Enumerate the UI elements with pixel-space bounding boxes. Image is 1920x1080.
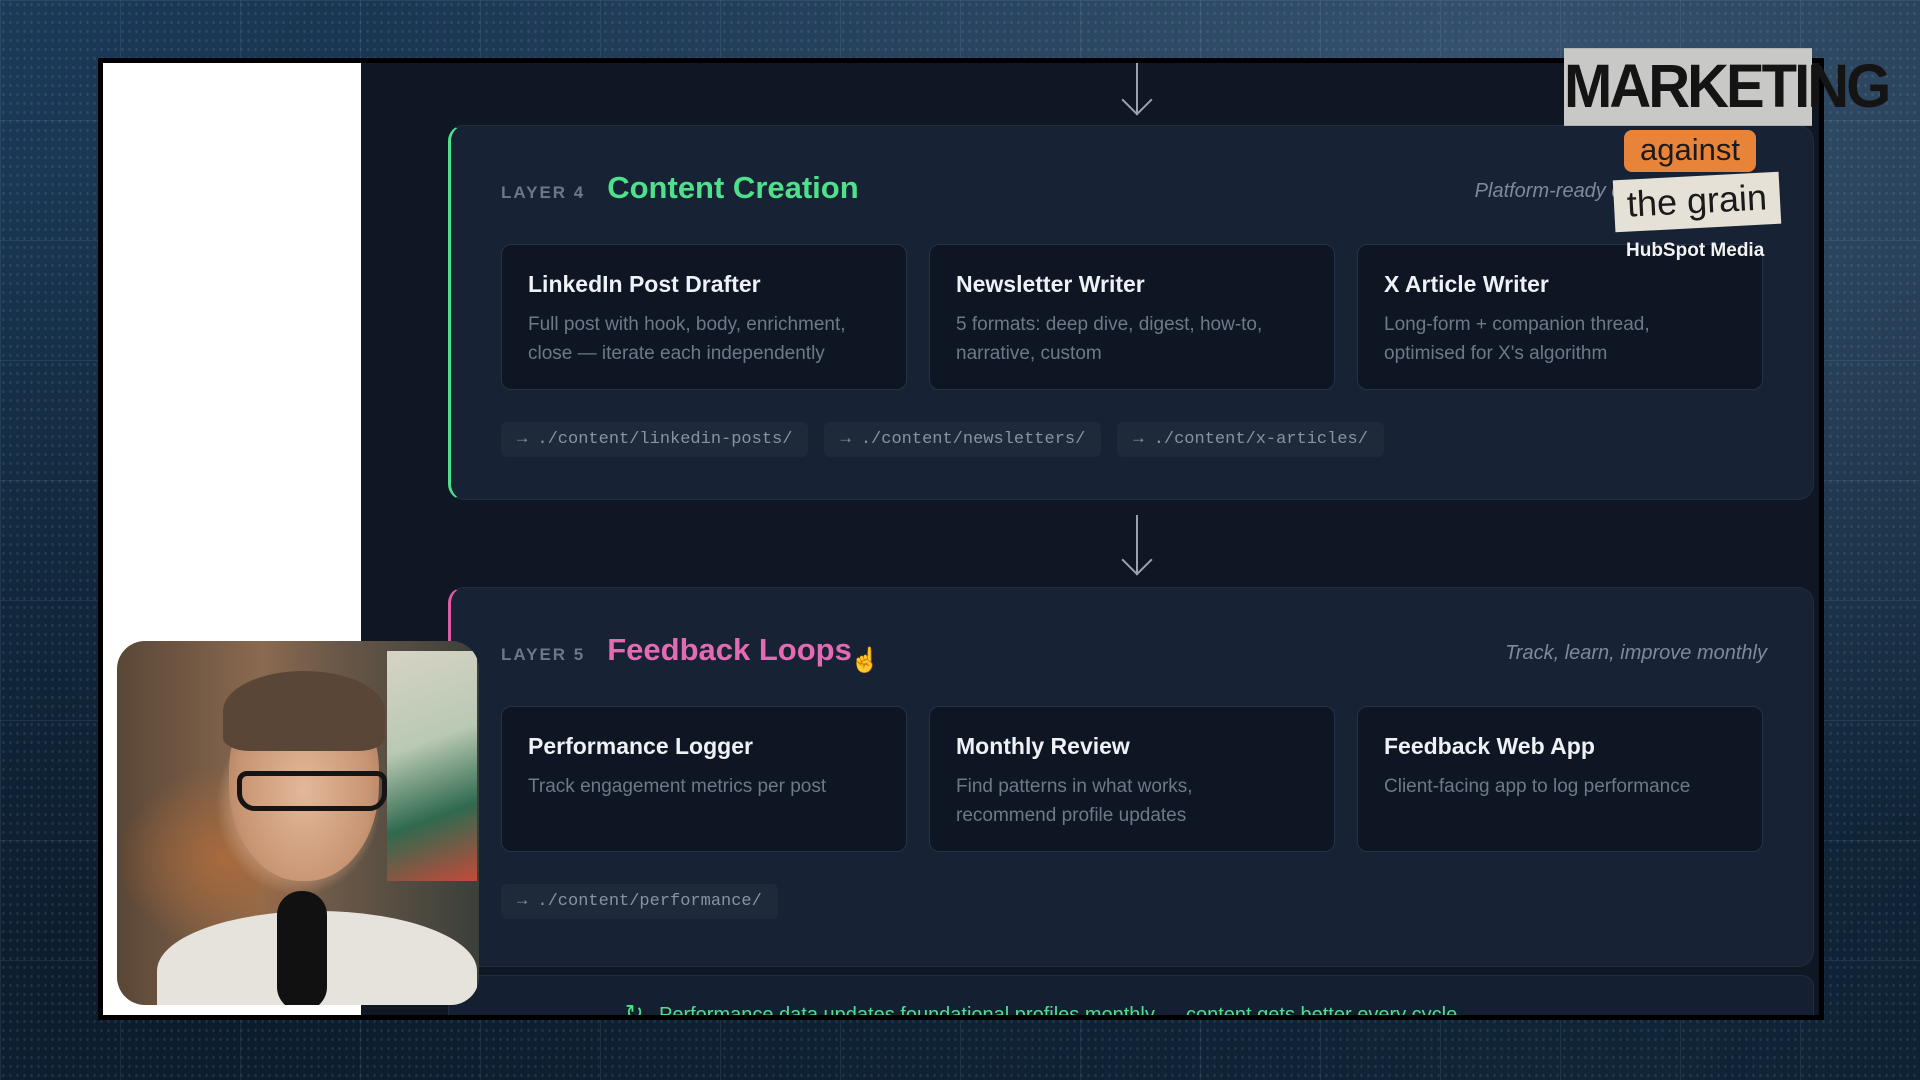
banner-text: Performance data updates foundational pr… bbox=[659, 1004, 1458, 1020]
card-description: Find patterns in what works, recommend p… bbox=[956, 772, 1308, 830]
card-title: Newsletter Writer bbox=[956, 271, 1145, 297]
card-description: Long-form + companion thread, optimised … bbox=[1384, 310, 1736, 368]
down-arrow-icon bbox=[1121, 63, 1153, 121]
card-title: Performance Logger bbox=[528, 733, 753, 759]
diagram-screen: LAYER 4 Content Creation Platform-ready … bbox=[361, 63, 1819, 1015]
card-description: 5 formats: deep dive, digest, how-to, na… bbox=[956, 310, 1308, 368]
card-title: Monthly Review bbox=[956, 733, 1130, 759]
feedback-cycle-banner: ↻ Performance data updates foundational … bbox=[448, 975, 1814, 1020]
output-path: → ./content/linkedin-posts/ bbox=[501, 422, 809, 457]
card-desc-line: Client-facing app to log performance bbox=[1384, 776, 1691, 797]
presenter-hair bbox=[223, 671, 385, 751]
presenter-glasses bbox=[237, 771, 387, 811]
layer-content-creation: LAYER 4 Content Creation Platform-ready … bbox=[448, 125, 1814, 500]
card-desc-line: Find patterns in what works, bbox=[956, 776, 1193, 797]
card-desc-line: optimised for X's algorithm bbox=[1384, 343, 1608, 364]
output-path: → ./content/x-articles/ bbox=[1117, 422, 1384, 457]
wall-art bbox=[387, 651, 477, 881]
layer-title: Feedback Loops bbox=[607, 632, 852, 667]
logo-the-grain-text: the grain bbox=[1612, 171, 1782, 233]
card-newsletter-writer[interactable]: Newsletter Writer 5 formats: deep dive, … bbox=[929, 244, 1335, 390]
marketing-against-the-grain-logo: MARKETING against the grain HubSpot Medi… bbox=[1562, 48, 1891, 270]
layer-feedback-loops: LAYER 5 Feedback Loops Track, learn, imp… bbox=[448, 587, 1814, 967]
card-desc-line: 5 formats: deep dive, digest, how-to, bbox=[956, 314, 1263, 335]
card-description: Client-facing app to log performance bbox=[1384, 772, 1736, 801]
card-desc-line: recommend profile updates bbox=[956, 805, 1187, 826]
card-x-article-writer[interactable]: X Article Writer Long-form + companion t… bbox=[1357, 244, 1763, 390]
output-path: → ./content/performance/ bbox=[501, 884, 778, 919]
refresh-icon: ↻ bbox=[625, 1000, 644, 1020]
card-monthly-review[interactable]: Monthly Review Find patterns in what wor… bbox=[929, 706, 1335, 852]
hand-cursor-icon: ☝ bbox=[850, 647, 880, 674]
microphone-icon bbox=[277, 891, 327, 1005]
layer-subtitle: Track, learn, improve monthly bbox=[1505, 642, 1767, 664]
logo-marketing-text: MARKETING bbox=[1564, 48, 1891, 126]
card-title: X Article Writer bbox=[1384, 271, 1549, 297]
card-desc-line: close — iterate each independently bbox=[528, 343, 825, 364]
webcam-presenter-video bbox=[117, 641, 479, 1005]
card-desc-line: Long-form + companion thread, bbox=[1384, 314, 1650, 335]
card-title: Feedback Web App bbox=[1384, 733, 1595, 759]
layer-number: LAYER 5 bbox=[501, 645, 586, 664]
card-desc-line: narrative, custom bbox=[956, 343, 1102, 364]
card-desc-line: Track engagement metrics per post bbox=[528, 776, 827, 797]
layer-number: LAYER 4 bbox=[501, 183, 586, 202]
layer-title: Content Creation bbox=[607, 170, 859, 205]
card-performance-logger[interactable]: Performance Logger Track engagement metr… bbox=[501, 706, 907, 852]
card-feedback-web-app[interactable]: Feedback Web App Client-facing app to lo… bbox=[1357, 706, 1763, 852]
card-desc-line: Full post with hook, body, enrichment, bbox=[528, 314, 846, 335]
card-description: Full post with hook, body, enrichment, c… bbox=[528, 310, 880, 368]
card-title: LinkedIn Post Drafter bbox=[528, 271, 761, 297]
card-description: Track engagement metrics per post bbox=[528, 772, 880, 801]
card-linkedin-post-drafter[interactable]: LinkedIn Post Drafter Full post with hoo… bbox=[501, 244, 907, 390]
output-path: → ./content/newsletters/ bbox=[824, 422, 1102, 457]
logo-hubspot-media: HubSpot Media bbox=[1626, 240, 1765, 261]
down-arrow-icon bbox=[1121, 515, 1153, 579]
logo-against-text: against bbox=[1624, 130, 1756, 172]
